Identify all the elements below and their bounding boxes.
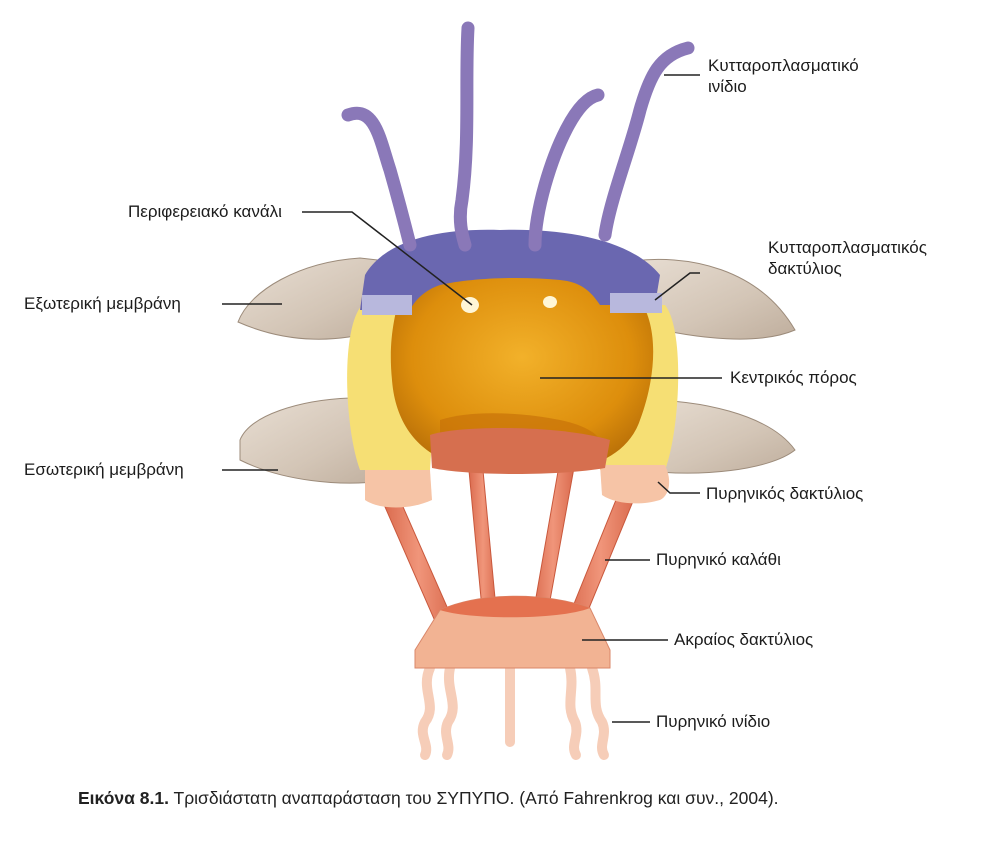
label-cytoplasmic-filament: Κυτταροπλασματικό ινίδιο	[708, 55, 859, 97]
label-nuclear-basket: Πυρηνικό καλάθι	[656, 549, 781, 570]
label-inner-membrane: Εσωτερική μεμβράνη	[24, 459, 184, 480]
label-cytoplasmic-filament-line1: Κυτταροπλασματικό	[708, 55, 859, 76]
label-cytoplasmic-filament-line2: ινίδιο	[708, 76, 859, 97]
label-central-pore: Κεντρικός πόρος	[730, 367, 857, 388]
label-cytoplasmic-ring-line1: Κυτταροπλασματικός	[768, 237, 927, 258]
figure-caption: Εικόνα 8.1. Τρισδιάστατη αναπαράσταση το…	[78, 788, 938, 809]
nuclear-filaments	[423, 668, 604, 755]
label-cytoplasmic-ring: Κυτταροπλασματικός δακτύλιος	[768, 237, 927, 279]
label-distal-ring: Ακραίος δακτύλιος	[674, 629, 813, 650]
label-peripheral-channel: Περιφερειακό κανάλι	[128, 201, 282, 222]
figure-caption-text: Τρισδιάστατη αναπαράσταση του ΣΥΠΥΠΟ. (Α…	[169, 788, 779, 808]
figure-number: Εικόνα 8.1.	[78, 788, 169, 808]
label-nuclear-filament: Πυρηνικό ινίδιο	[656, 711, 770, 732]
label-cytoplasmic-ring-line2: δακτύλιος	[768, 258, 927, 279]
label-outer-membrane: Εξωτερική μεμβράνη	[24, 293, 181, 314]
cytoplasmic-filaments	[348, 28, 688, 245]
label-nuclear-ring: Πυρηνικός δακτύλιος	[706, 483, 863, 504]
